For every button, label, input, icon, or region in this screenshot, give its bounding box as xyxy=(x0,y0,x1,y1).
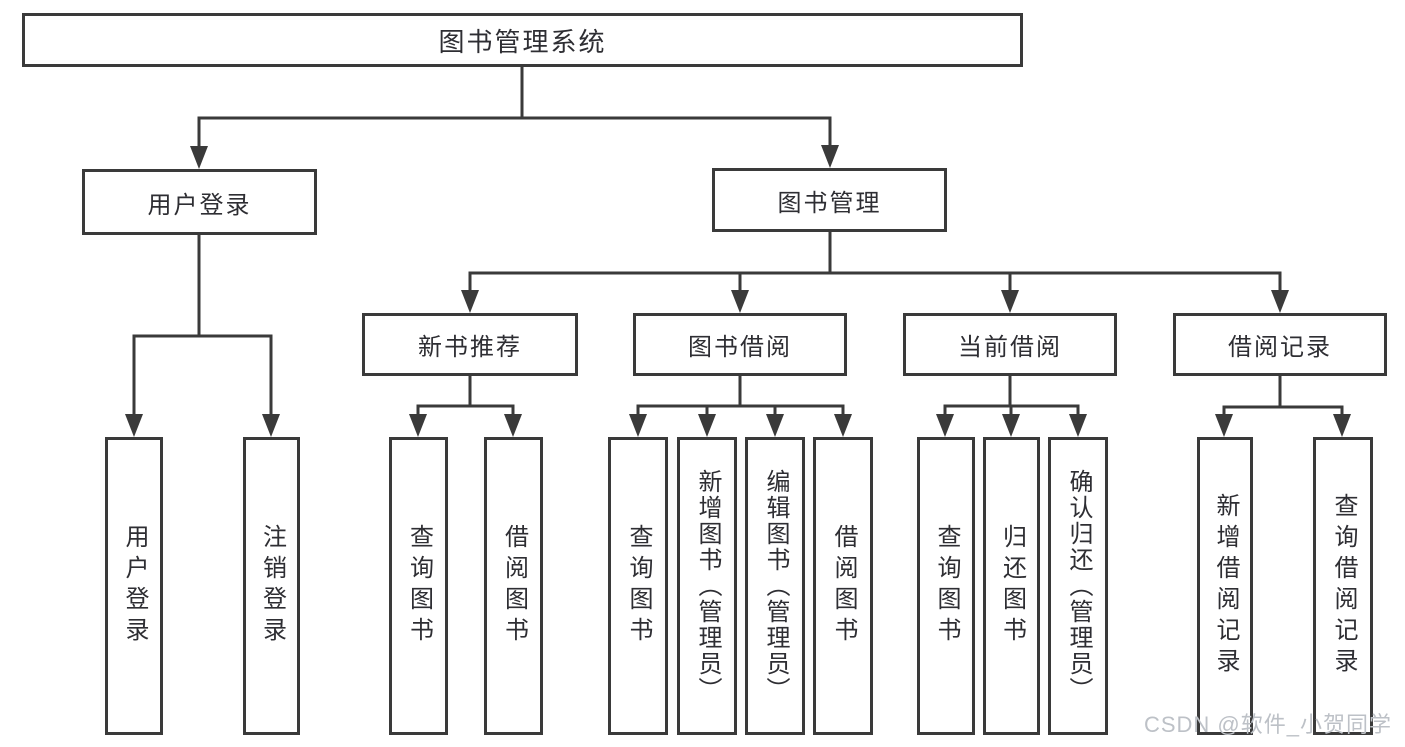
node-leaf-borrow-books-borrow: 借阅图书 xyxy=(813,437,873,735)
node-new-book-recommendation: 新书推荐 xyxy=(362,313,578,376)
watermark: CSDN @软件_小贺同学 xyxy=(1143,712,1392,737)
node-user-login: 用户登录 xyxy=(82,169,317,235)
node-borrowing-records: 借阅记录 xyxy=(1173,313,1387,376)
node-leaf-confirm-return-admin: 确认归还（管理员） xyxy=(1048,437,1108,735)
node-book-borrowing: 图书借阅 xyxy=(633,313,847,376)
node-leaf-add-borrow-record: 新增借阅记录 xyxy=(1197,437,1253,735)
node-leaf-query-books-current: 查询图书 xyxy=(917,437,975,735)
node-leaf-query-books-borrow: 查询图书 xyxy=(608,437,668,735)
node-leaf-add-book-admin: 新增图书（管理员） xyxy=(677,437,737,735)
node-leaf-user-login: 用户登录 xyxy=(105,437,163,735)
node-leaf-borrow-books-newbook: 借阅图书 xyxy=(484,437,543,735)
node-book-management: 图书管理 xyxy=(712,168,947,232)
node-library-management-system: 图书管理系统 xyxy=(22,13,1023,67)
node-leaf-return-book: 归还图书 xyxy=(983,437,1040,735)
node-current-borrowing: 当前借阅 xyxy=(903,313,1117,376)
node-leaf-query-borrow-record: 查询借阅记录 xyxy=(1313,437,1373,735)
node-leaf-logout: 注销登录 xyxy=(243,437,300,735)
node-leaf-query-books-newbook: 查询图书 xyxy=(389,437,448,735)
node-leaf-edit-book-admin: 编辑图书（管理员） xyxy=(745,437,805,735)
